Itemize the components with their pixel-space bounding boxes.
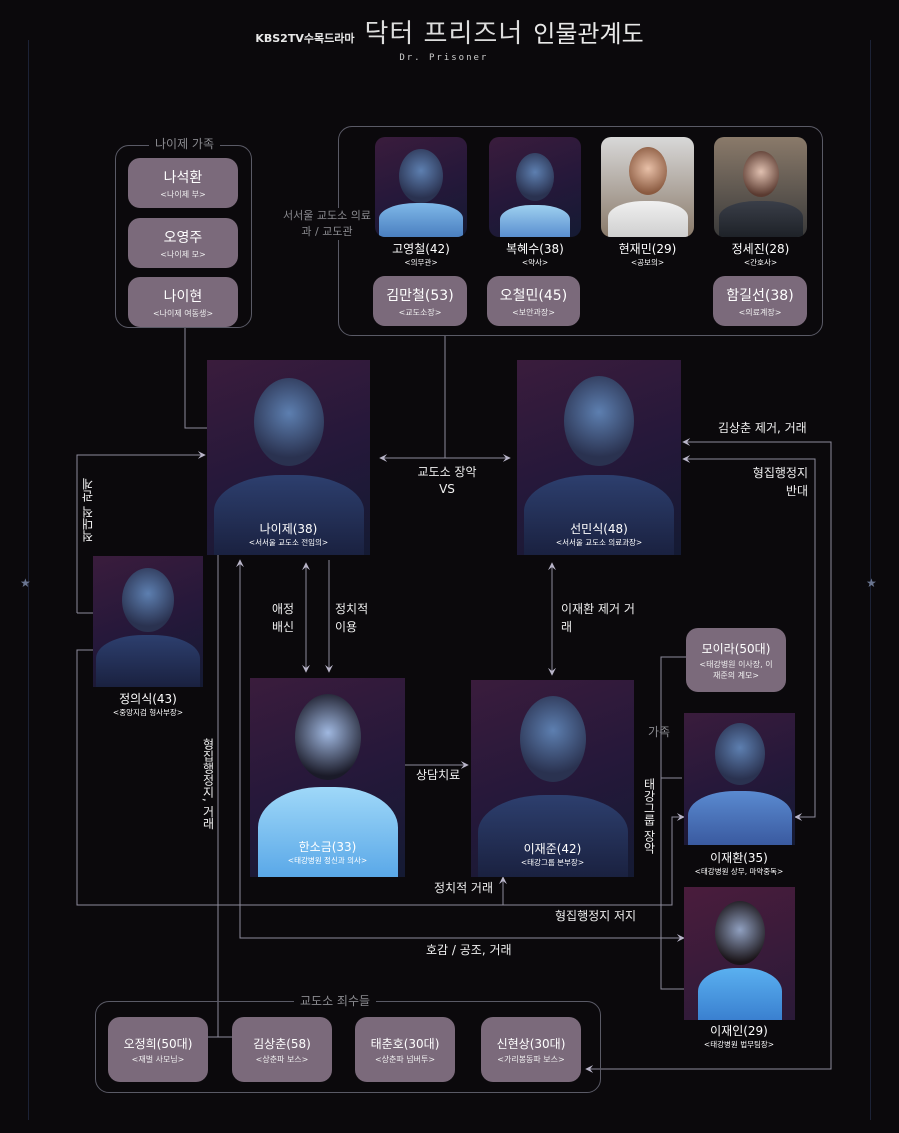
name: 신현상(30대) bbox=[496, 1036, 566, 1051]
family-card[interactable]: 나이현 <나이제 여동생> bbox=[128, 277, 238, 327]
character-photo-hansogeum[interactable]: 한소금(33)<태강병원 정신과 의사> bbox=[250, 678, 405, 877]
name: 오정희(50대) bbox=[123, 1036, 193, 1051]
oppose-arrow bbox=[682, 455, 816, 821]
relation-label-remove-jh: 이재환 제거 거래 bbox=[561, 602, 635, 634]
staff-photo[interactable] bbox=[601, 137, 694, 237]
page-title: KBS2TV수목드라마 닥터 프리즈너 Dr. Prisoner 인물관계도 bbox=[0, 18, 899, 74]
relation-label-favor: 호감 / 공조, 거래 bbox=[426, 943, 512, 957]
remove-ksc-arrow bbox=[585, 438, 832, 1073]
name: 김상춘(58) bbox=[253, 1036, 311, 1051]
relation-label-political-deal: 정치적 거래 bbox=[434, 881, 494, 895]
relation-label-exec-deal: 형집행정지, 거래 bbox=[201, 738, 215, 830]
role: <의료계장> bbox=[738, 307, 782, 317]
inmate-card[interactable]: 태춘호(30대) <상춘파 넘버투> bbox=[355, 1017, 455, 1082]
character-caption: 이재준(42)<태강그룹 본부장> bbox=[520, 842, 585, 867]
channel-label: KBS2TV수목드라마 bbox=[255, 32, 355, 45]
staff-card[interactable]: 오철민(45) <보안과장> bbox=[487, 276, 580, 326]
relation-label-family: 가족 bbox=[648, 725, 671, 739]
relation-label-hostile: 적대적 관계 bbox=[81, 478, 95, 542]
role: <나이제 모> bbox=[160, 249, 206, 259]
character-caption: 정의식(43)<중앙지검 형사부장> bbox=[112, 692, 184, 717]
character-card-moira[interactable]: 모이라(50대) <태강병원 이사장, 이재준의 계모> bbox=[686, 628, 786, 692]
relation-label-takeover: 태강그룹 장악 bbox=[642, 778, 656, 854]
inmate-card[interactable]: 신현상(30대) <가리봉동파 보스> bbox=[481, 1017, 581, 1082]
character-caption: 선민식(48)<서서울 교도소 의료과장> bbox=[555, 522, 643, 547]
drama-title-block: 닥터 프리즈너 Dr. Prisoner bbox=[364, 18, 523, 64]
character-caption: 이재인(29)<태강병원 법무팀장> bbox=[703, 1024, 775, 1049]
role: <나이제 여동생> bbox=[152, 308, 214, 318]
staff-card[interactable]: 함길선(38) <의료계장> bbox=[713, 276, 807, 326]
family-link bbox=[184, 328, 207, 429]
family-card[interactable]: 오영주 <나이제 모> bbox=[128, 218, 238, 268]
favor-arrow bbox=[236, 559, 685, 942]
name: 태춘호(30대) bbox=[370, 1036, 440, 1051]
staff-caption: 정세진(28)<간호사> bbox=[731, 242, 790, 267]
role: <재벌 사모님> bbox=[131, 1054, 185, 1064]
relation-label-oppose: 형집행정지 반대 bbox=[752, 466, 808, 498]
character-caption: 나이제(38)<서서울 교도소 전임의> bbox=[248, 522, 329, 547]
staff-caption: 복혜수(38)<약사> bbox=[506, 242, 564, 267]
role: <태강병원 이사장, 이재준의 계모> bbox=[699, 659, 773, 680]
name: 오영주 bbox=[163, 229, 203, 246]
decorative-frame bbox=[28, 40, 871, 1120]
title-suffix: 인물관계도 bbox=[533, 20, 644, 48]
name: 김만철(53) bbox=[386, 287, 454, 304]
star-icon: ★ bbox=[20, 576, 31, 590]
character-photo-leejaein[interactable] bbox=[684, 887, 795, 1020]
name: 나이현 bbox=[163, 288, 203, 305]
name: 모이라(50대) bbox=[701, 641, 771, 656]
role: <보안과장> bbox=[512, 307, 555, 317]
character-caption: 이재환(35)<태강병원 상무, 마약중독> bbox=[694, 851, 784, 876]
name: 함길선(38) bbox=[726, 287, 794, 304]
inmate-card[interactable]: 오정희(50대) <재벌 사모님> bbox=[108, 1017, 208, 1082]
hostile-arrow-1 bbox=[76, 451, 206, 613]
family-group-label: 나이제 가족 bbox=[149, 135, 221, 152]
staff-group-label: 서서울 교도소 의료과 / 교도관 bbox=[282, 208, 372, 240]
relation-label-therapy: 상담치료 bbox=[416, 768, 461, 782]
role: <가리봉동파 보스> bbox=[497, 1054, 565, 1064]
star-icon: ★ bbox=[866, 576, 877, 590]
character-photo-najaje[interactable]: 나이제(38)<서서울 교도소 전임의> bbox=[207, 360, 370, 555]
name: 오철민(45) bbox=[499, 287, 568, 304]
character-photo-jeonguisik[interactable] bbox=[93, 556, 203, 687]
staff-photo[interactable] bbox=[489, 137, 581, 237]
family-card[interactable]: 나석환 <나이제 부> bbox=[128, 158, 238, 208]
family-link-jh bbox=[660, 656, 686, 990]
staff-photo[interactable] bbox=[714, 137, 807, 237]
drama-title-logo: 닥터 프리즈너 bbox=[364, 19, 524, 49]
staff-caption: 고영철(42)<의무관> bbox=[392, 242, 450, 267]
relation-label-remove-ksc: 김상춘 제거, 거래 bbox=[718, 421, 807, 435]
role: <교도소장> bbox=[398, 307, 442, 317]
character-photo-leejaejun[interactable]: 이재준(42)<태강그룹 본부장> bbox=[471, 680, 634, 877]
inmates-group-label: 교도소 죄수들 bbox=[294, 992, 377, 1009]
character-photo-leejaehwan[interactable] bbox=[684, 713, 795, 845]
relation-label-block: 형집행정지 저지 bbox=[555, 909, 637, 923]
role: <상춘파 넘버투> bbox=[374, 1054, 436, 1064]
character-photo-seonminsik[interactable]: 선민식(48)<서서울 교도소 의료과장> bbox=[517, 360, 681, 555]
character-caption: 한소금(33)<태강병원 정신과 의사> bbox=[287, 840, 368, 865]
inmate-card[interactable]: 김상춘(58) <상춘파 보스> bbox=[232, 1017, 332, 1082]
staff-caption: 현재민(29)<공보의> bbox=[618, 242, 677, 267]
role: <나이제 부> bbox=[160, 189, 206, 199]
relation-label-political-use: 정치적 이용 bbox=[335, 602, 369, 634]
drama-subtitle: Dr. Prisoner bbox=[399, 53, 489, 63]
relation-label-love: 애정 배신 bbox=[272, 602, 295, 634]
role: <상춘파 보스> bbox=[255, 1054, 309, 1064]
staff-card[interactable]: 김만철(53) <교도소장> bbox=[373, 276, 467, 326]
staff-photo[interactable] bbox=[375, 137, 467, 237]
name: 나석환 bbox=[163, 169, 203, 186]
